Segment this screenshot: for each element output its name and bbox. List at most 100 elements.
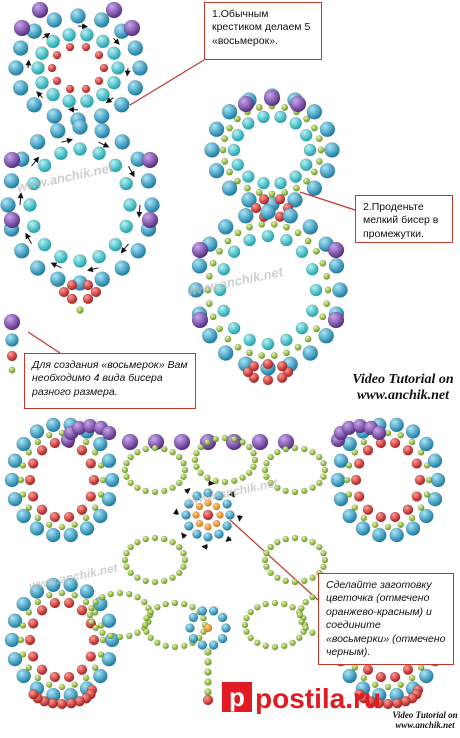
green-bead-icon [417,449,425,456]
thread-arrow-icon [25,232,32,245]
purple-bead-icon [121,433,139,451]
green-bead-icon [204,658,212,666]
green-bead-icon [171,599,179,607]
green-bead-icon [127,543,134,551]
green-bead-icon [282,223,290,231]
green-bead-icon [282,535,290,543]
green-bead-icon [193,449,200,457]
green-bead-icon [127,569,134,577]
svg-text:p: p [229,682,245,712]
thread-arrow-icon [68,106,79,113]
green-bead-icon [263,549,270,557]
cyan-bead-icon [274,110,287,124]
red-bead-icon [389,671,401,683]
blue-bead-icon [260,204,276,220]
green-bead-icon [320,549,327,557]
blue-bead-icon [333,491,349,507]
red-bead-icon [99,63,109,73]
green-bead-icon [294,343,302,351]
green-bead-icon [302,624,310,632]
green-bead-icon [25,664,33,671]
green-bead-icon [315,135,323,143]
red-bead-icon [82,293,94,305]
green-bead-icon [292,184,300,192]
green-bead-icon [320,473,327,481]
green-bead-icon [134,448,141,456]
green-bead-icon [271,643,279,651]
blue-bead-icon [8,60,24,76]
red-bead-icon [36,604,48,616]
red-bead-icon [411,491,423,502]
green-bead-icon [82,438,90,446]
green-bead-icon [263,473,270,481]
green-bead-icon [296,611,304,619]
green-bead-icon [34,438,42,446]
green-bead-icon [397,521,405,529]
green-bead-icon [323,272,331,280]
green-bead-icon [295,634,303,642]
postila-logo: p postila.ru [222,682,381,714]
red-bead-icon [94,50,104,60]
thread-arrow-icon [105,97,114,104]
green-bead-icon [82,514,90,522]
green-bead-icon [176,569,183,577]
red-bead-icon [52,50,62,60]
red-bead-icon [90,286,102,298]
green-bead-icon [19,651,27,658]
green-bead-icon [343,476,351,484]
green-bead-icon [231,435,238,443]
purple-bead-icon [251,433,269,451]
green-bead-icon [121,556,129,564]
green-bead-icon [19,462,27,469]
green-bead-icon [345,462,353,469]
postila-logo-text: postila.ru [255,683,381,714]
blue-bead-icon [302,219,319,235]
blue-bead-icon [3,173,20,189]
blue-bead-icon [188,612,199,623]
cyan-bead-icon [305,262,319,276]
green-bead-icon [239,474,246,482]
red-bead-icon [49,597,61,609]
green-bead-icon [267,569,275,577]
cyan-bead-icon [46,34,60,49]
green-bead-icon [142,445,149,453]
green-bead-icon [17,476,25,484]
thread-arrow-icon [173,508,180,516]
cyan-bead-icon [107,76,121,90]
green-bead-icon [97,491,105,498]
green-bead-icon [423,462,431,469]
cyan-bead-icon [80,94,94,108]
green-bead-icon [71,591,78,599]
cyan-bead-icon [257,110,270,124]
purple-bead-icon [13,19,31,37]
green-bead-icon [180,459,187,467]
blue-bead-icon [203,532,213,542]
red-bead-icon [389,437,401,449]
red-bead-icon [49,671,61,683]
green-bead-icon [204,668,212,676]
green-bead-icon [205,272,213,280]
red-bead-icon [63,671,75,683]
purple-bead-icon [289,95,307,113]
purple-bead-icon [371,425,387,441]
green-bead-icon [197,469,204,477]
blue-bead-icon [12,80,29,96]
red-bead-icon [24,474,36,486]
callout-assembly: Сделайте заготовку цветочка (отмечено ор… [318,573,454,665]
cyan-bead-icon [73,254,87,268]
blue-bead-icon [79,584,95,599]
green-bead-icon [121,466,129,474]
blue-bead-icon [332,282,348,298]
green-bead-icon [319,259,327,267]
red-bead-icon [81,42,91,52]
cyan-bead-icon [35,76,49,90]
blue-bead-icon [13,243,30,259]
green-bead-icon [58,683,66,691]
thread-arrow-icon [50,262,62,269]
cyan-bead-icon [108,237,123,252]
cyan-bead-icon [295,245,309,259]
red-bead-icon [47,63,57,73]
blue-bead-icon [184,521,194,531]
blue-bead-icon [72,119,88,135]
callout-step2: 2.Проденьте мелкий бисер в промежутки. [355,195,453,243]
